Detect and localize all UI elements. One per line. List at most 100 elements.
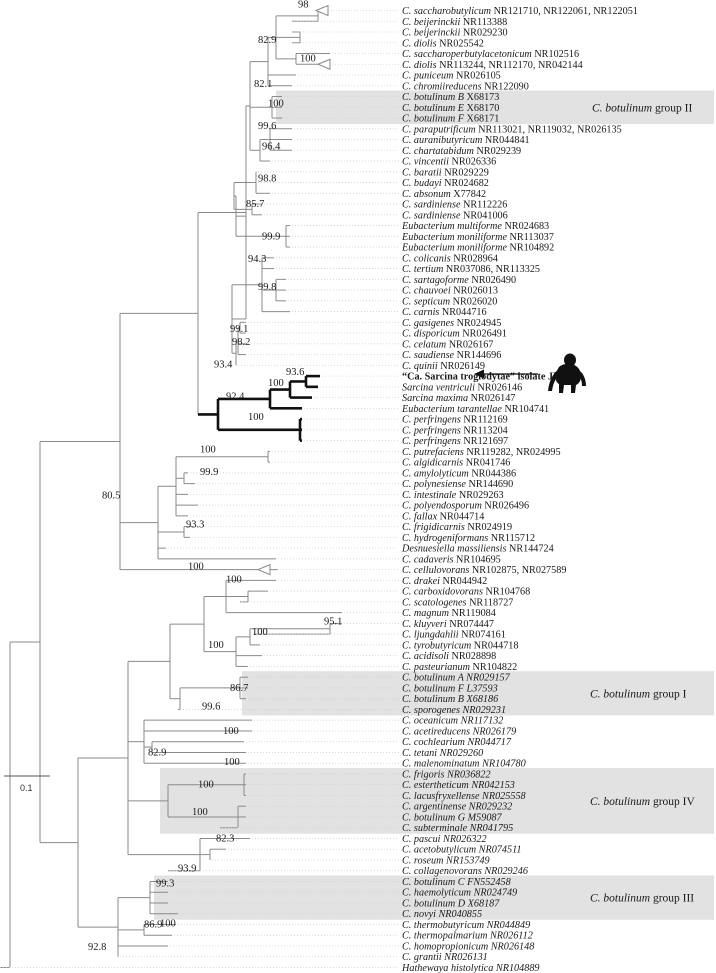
taxon-label: C. botulinum E X68170 (402, 103, 499, 114)
taxon-label: C. paraputrificum NR113021, NR119032, NR… (402, 124, 622, 135)
bootstrap-values: 9810082.982.110099.696.498.885.799.994.3… (88, 0, 342, 953)
bootstrap-value: 100 (223, 726, 239, 737)
taxon-label: C. quinii NR026149 (402, 361, 485, 372)
taxon-accession: NR026496 (482, 501, 529, 512)
taxon-accession: NR041006 (460, 210, 507, 221)
taxon-label: C. tyrobutyricum NR044718 (402, 640, 519, 651)
taxon-label: C. botulinum B X68173 (402, 92, 499, 103)
bootstrap-value: 100 (160, 918, 176, 929)
bootstrap-value: 100 (268, 378, 284, 389)
taxon-species: C. botulinum F L37593 (402, 683, 498, 694)
taxon-accession: NR044942 (440, 576, 487, 587)
taxon-label: Eubacterium moniliforme NR104892 (401, 243, 554, 254)
bootstrap-value: 96.4 (262, 141, 281, 152)
group-name: group III (650, 893, 694, 905)
taxon-species: C. celatum (402, 339, 446, 350)
taxon-accession: NR026167 (446, 339, 493, 350)
taxon-label: C. amylolyticum NR044386 (402, 468, 516, 479)
taxon-label: C. sardiniense NR041006 (402, 210, 508, 221)
taxon-species: C. botulinum G M59087 (402, 812, 503, 823)
taxon-label: C. absonum X77842 (402, 189, 486, 200)
taxon-species: C. algidicarnis (402, 458, 463, 469)
taxon-label: C. estertheticum NR042153 (402, 780, 515, 791)
bootstrap-value: 99.6 (258, 121, 276, 132)
taxon-label: C. carnis NR044716 (402, 307, 487, 318)
taxon-accession: NR026336 (449, 157, 496, 168)
taxon-species: C. pascui NR026322 (402, 834, 487, 845)
bootstrap-value: 98.2 (232, 337, 250, 348)
taxon-label: C. sporogenes NR029231 (402, 705, 506, 716)
bootstrap-value: 100 (192, 807, 208, 818)
taxon-species: C. oceanicum NR117132 (402, 716, 503, 727)
taxon-species: C. cochlearium NR044717 (402, 737, 512, 748)
taxon-label: C. kluyveri NR074447 (402, 619, 494, 630)
group-species: C. botulinum (590, 893, 650, 905)
taxon-label: C. fallax NR044714 (402, 511, 484, 522)
taxon-label: C. drakei NR044942 (402, 576, 487, 587)
bootstrap-value: 82.9 (258, 35, 276, 46)
taxon-species: C. pasteurianum (402, 662, 470, 673)
taxon-species: C. novyi NR040855 (402, 909, 482, 920)
taxon-species: C. thermobutyricum NR044849 (402, 920, 530, 931)
taxon-accession: NR028964 (451, 253, 498, 264)
taxon-accession: NR102875, NR027589 (469, 565, 566, 576)
taxon-label: C. chartatabidum NR029239 (402, 146, 521, 157)
taxon-label: C. botulinum C FN552458 (402, 877, 511, 888)
taxon-accession: NR118727 (467, 597, 514, 608)
taxon-accession: X68170 (464, 103, 499, 114)
taxon-accession: NR024682 (442, 178, 489, 189)
taxon-accession: X68171 (464, 114, 499, 125)
taxon-label: C. diolis NR025542 (402, 38, 484, 49)
taxon-species: C. sartagoforme (402, 275, 469, 286)
bootstrap-value: 93.3 (186, 520, 204, 531)
taxon-species: C. intestinale (402, 490, 457, 501)
taxon-label: C. tetani NR029260 (402, 748, 483, 759)
taxon-accession: NR044386 (469, 468, 516, 479)
taxon-label: C. acetobutylicum NR074511 (402, 845, 522, 856)
taxon-species: C. subterminale NR041795 (402, 823, 513, 834)
group-label: C. botulinum group IV (590, 796, 695, 808)
taxon-label: C. subterminale NR041795 (402, 823, 513, 834)
bootstrap-value: 100 (200, 444, 216, 455)
taxon-accession: NR044714 (437, 511, 484, 522)
taxon-label: C. septicum NR026020 (402, 296, 497, 307)
taxon-label: C. intestinale NR029263 (402, 490, 504, 501)
taxon-species: C. botulinum B (402, 92, 464, 103)
taxon-label: Eubacterium tarantellae NR104741 (401, 404, 549, 415)
collapsed-clade-1 (316, 58, 331, 71)
group-box-4 (154, 875, 714, 920)
taxon-species: C. sardiniense (402, 210, 461, 221)
taxon-species: C. estertheticum NR042153 (402, 780, 515, 791)
taxon-accession: NR102516 (532, 49, 579, 60)
taxon-species: C. sporogenes NR029231 (402, 705, 506, 716)
taxon-label: C. colicanis NR028964 (402, 253, 498, 264)
group-species: C. botulinum (592, 102, 652, 114)
taxon-label: C. auranibutyricum NR044841 (402, 135, 530, 146)
group-labels: C. botulinum group IIC. botulinum group … (590, 102, 695, 904)
group-name: group I (650, 688, 687, 700)
taxon-label: C. acetireducens NR026179 (402, 726, 516, 737)
taxon-species: C. gasigenes (402, 318, 454, 329)
taxon-species: Eubacterium moniliforme (401, 243, 507, 254)
taxon-accession: X68173 (464, 92, 499, 103)
taxon-labels: C. saccharobutylicum NR121710, NR122061,… (0, 6, 638, 973)
group-label: C. botulinum group III (590, 893, 694, 905)
bootstrap-value: 82.3 (216, 833, 234, 844)
taxon-label: C. vincentii NR026336 (402, 157, 496, 168)
taxon-species: C. beijerinckii (402, 17, 460, 28)
bootstrap-value: 100 (226, 574, 242, 585)
bootstrap-value: 99.6 (202, 701, 220, 712)
taxon-species: C. saccharoperbutylacetonicum (402, 49, 532, 60)
taxon-label: C. thermobutyricum NR044849 (402, 920, 530, 931)
bootstrap-value: 82.1 (254, 79, 272, 90)
taxon-species: C. disporicum (402, 329, 460, 340)
bootstrap-value: 93.6 (286, 367, 304, 378)
taxon-accession: NR144696 (454, 350, 501, 361)
taxon-accession: NR074447 (447, 619, 494, 630)
taxon-label: C. gasigenes NR024945 (402, 318, 501, 329)
bootstrap-value: 95.1 (324, 616, 342, 627)
taxon-label: C. homopropionicum NR026148 (402, 941, 534, 952)
taxon-species: C. botulinum A NR029157 (402, 673, 511, 684)
taxon-label: C. perfringens NR121697 (402, 436, 508, 447)
taxon-label: C. haemolyticum NR024749 (402, 888, 517, 899)
